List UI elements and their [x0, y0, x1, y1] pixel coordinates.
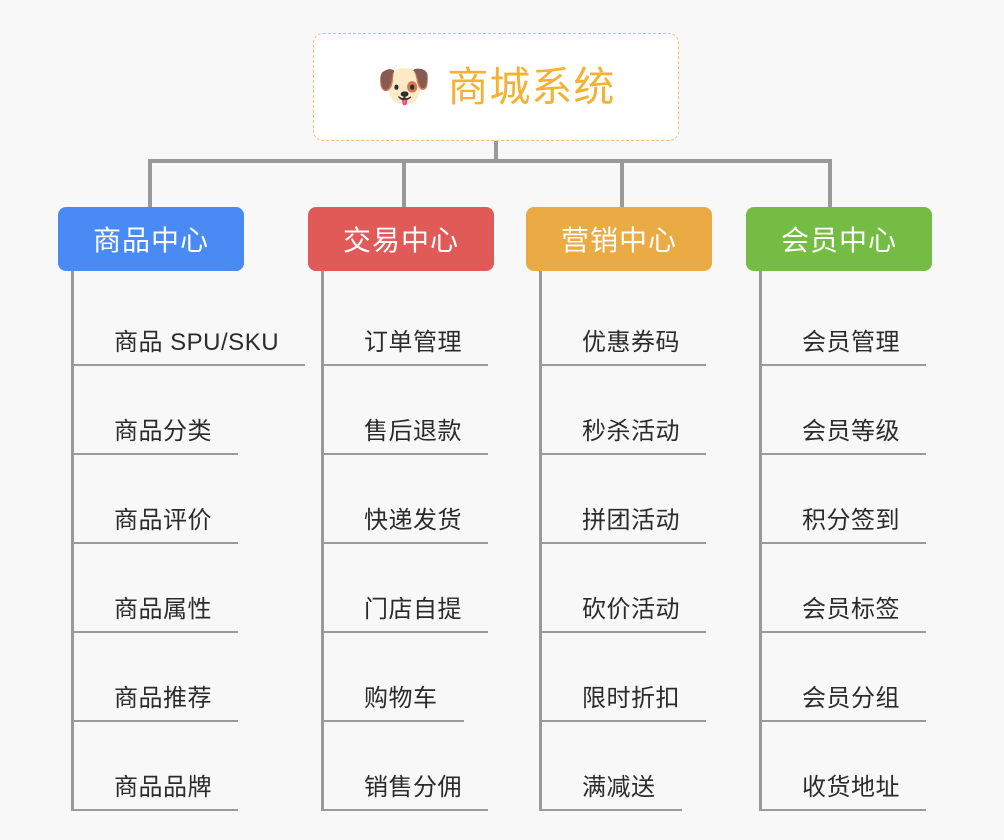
leaf-label: 商品评价: [74, 500, 238, 544]
leaf-label: 售后退款: [324, 411, 488, 455]
column-marketing-center: 营销中心优惠券码秒杀活动拼团活动砍价活动限时折扣满减送: [526, 207, 712, 811]
list-item[interactable]: 商品分类: [74, 366, 244, 455]
connector-drop-marketing-center: [620, 159, 624, 207]
leaf-list-marketing-center: 优惠券码秒杀活动拼团活动砍价活动限时折扣满减送: [539, 271, 712, 811]
list-item[interactable]: 销售分佣: [324, 722, 494, 811]
category-box-product-center[interactable]: 商品中心: [58, 207, 244, 271]
category-label: 交易中心: [342, 225, 459, 256]
list-item[interactable]: 满减送: [542, 722, 712, 811]
category-label: 营销中心: [560, 225, 677, 256]
shiba-dog-face-icon: 🐶: [376, 62, 432, 111]
root-node[interactable]: 🐶 商城系统: [313, 33, 679, 141]
leaf-label: 商品分类: [74, 411, 238, 455]
list-item[interactable]: 会员管理: [762, 277, 932, 366]
column-member-center: 会员中心会员管理会员等级积分签到会员标签会员分组收货地址: [746, 207, 932, 811]
connector-drop-trade-center: [402, 159, 406, 207]
list-item[interactable]: 快递发货: [324, 455, 494, 544]
leaf-label: 商品推荐: [74, 678, 238, 722]
connector-horizontal-bar: [148, 159, 832, 163]
leaf-label: 秒杀活动: [542, 411, 706, 455]
leaf-label: 会员标签: [762, 589, 926, 633]
list-item[interactable]: 优惠券码: [542, 277, 712, 366]
leaf-label: 优惠券码: [542, 322, 706, 366]
list-item[interactable]: 会员分组: [762, 633, 932, 722]
list-item[interactable]: 积分签到: [762, 455, 932, 544]
leaf-label: 商品 SPU/SKU: [74, 322, 306, 366]
leaf-label: 会员管理: [762, 322, 926, 366]
category-label: 会员中心: [780, 225, 897, 256]
list-item[interactable]: 商品 SPU/SKU: [74, 277, 306, 366]
category-box-member-center[interactable]: 会员中心: [746, 207, 932, 271]
list-item[interactable]: 拼团活动: [542, 455, 712, 544]
list-item[interactable]: 商品属性: [74, 544, 244, 633]
leaf-label: 拼团活动: [542, 500, 706, 544]
leaf-label: 会员分组: [762, 678, 926, 722]
leaf-label: 销售分佣: [324, 767, 488, 811]
leaf-label: 快递发货: [324, 500, 488, 544]
category-box-trade-center[interactable]: 交易中心: [308, 207, 494, 271]
list-item[interactable]: 订单管理: [324, 277, 494, 366]
list-item[interactable]: 商品品牌: [74, 722, 244, 811]
leaf-list-member-center: 会员管理会员等级积分签到会员标签会员分组收货地址: [759, 271, 932, 811]
list-item[interactable]: 会员标签: [762, 544, 932, 633]
leaf-label: 积分签到: [762, 500, 926, 544]
leaf-label: 门店自提: [324, 589, 488, 633]
list-item[interactable]: 会员等级: [762, 366, 932, 455]
list-item[interactable]: 砍价活动: [542, 544, 712, 633]
list-item[interactable]: 购物车: [324, 633, 494, 722]
leaf-label: 限时折扣: [542, 678, 706, 722]
connector-drop-member-center: [828, 159, 832, 207]
leaf-label: 购物车: [324, 678, 464, 722]
leaf-label: 商品品牌: [74, 767, 238, 811]
connector-root-stem: [494, 141, 498, 162]
leaf-label: 满减送: [542, 767, 682, 811]
root-title: 商城系统: [447, 63, 616, 110]
list-item[interactable]: 门店自提: [324, 544, 494, 633]
leaf-label: 会员等级: [762, 411, 926, 455]
list-item[interactable]: 限时折扣: [542, 633, 712, 722]
list-item[interactable]: 收货地址: [762, 722, 932, 811]
list-item[interactable]: 商品评价: [74, 455, 244, 544]
column-product-center: 商品中心商品 SPU/SKU 商品分类商品评价商品属性商品推荐商品品牌: [58, 207, 306, 811]
list-item[interactable]: 售后退款: [324, 366, 494, 455]
leaf-label: 商品属性: [74, 589, 238, 633]
connector-drop-product-center: [148, 159, 152, 207]
list-item[interactable]: 秒杀活动: [542, 366, 712, 455]
leaf-label: 收货地址: [762, 767, 926, 811]
leaf-label: 砍价活动: [542, 589, 706, 633]
column-trade-center: 交易中心订单管理售后退款快递发货门店自提购物车销售分佣: [308, 207, 494, 811]
category-label: 商品中心: [92, 225, 209, 256]
leaf-list-product-center: 商品 SPU/SKU 商品分类商品评价商品属性商品推荐商品品牌: [71, 271, 306, 811]
leaf-list-trade-center: 订单管理售后退款快递发货门店自提购物车销售分佣: [321, 271, 494, 811]
list-item[interactable]: 商品推荐: [74, 633, 244, 722]
leaf-label: 订单管理: [324, 322, 488, 366]
category-box-marketing-center[interactable]: 营销中心: [526, 207, 712, 271]
